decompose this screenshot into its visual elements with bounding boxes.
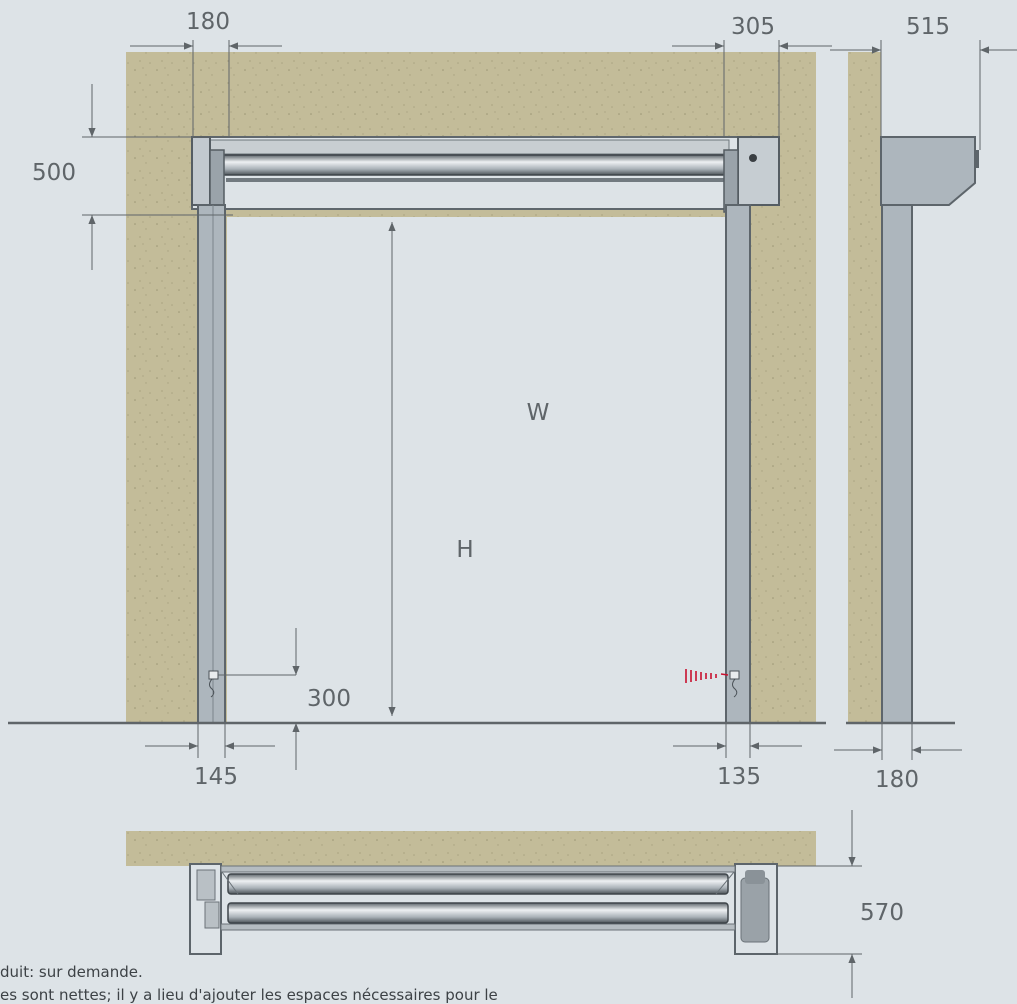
top-view: 570 bbox=[126, 810, 904, 998]
wall-top bbox=[126, 831, 816, 866]
dim-515: 515 bbox=[906, 14, 950, 40]
dim-300: 300 bbox=[307, 686, 351, 712]
dim-570: 570 bbox=[860, 900, 904, 926]
left-header-end bbox=[191, 136, 211, 206]
footnote-line-2: es sont nettes; il y a lieu d'ajouter le… bbox=[0, 986, 498, 1004]
footnote-line-1: duit: sur demande. bbox=[0, 963, 143, 981]
motor-indicator bbox=[749, 154, 757, 162]
side-header-box bbox=[880, 136, 976, 206]
left-column bbox=[197, 204, 226, 724]
dim-135: 135 bbox=[717, 764, 761, 790]
side-column bbox=[881, 204, 913, 724]
front-view: 180 305 500 W H 300 bbox=[8, 9, 832, 790]
roller-front bbox=[221, 154, 727, 176]
wall-side bbox=[848, 52, 881, 723]
label-w: W bbox=[527, 400, 550, 426]
photocell-right bbox=[729, 670, 740, 698]
dim-305: 305 bbox=[731, 14, 775, 40]
roller-top-upper bbox=[227, 873, 729, 895]
motor-box bbox=[737, 136, 780, 206]
label-h: H bbox=[456, 537, 473, 563]
roller-top-lower bbox=[227, 902, 729, 924]
motor-top-icon bbox=[740, 877, 770, 943]
side-view: 515 180 bbox=[830, 14, 1017, 793]
dim-180-top: 180 bbox=[186, 9, 230, 35]
right-column bbox=[725, 204, 751, 724]
dim-180-bottom: 180 bbox=[875, 767, 919, 793]
sensor-beam-icon bbox=[685, 669, 729, 683]
dim-500: 500 bbox=[32, 160, 76, 186]
dim-145: 145 bbox=[194, 764, 238, 790]
